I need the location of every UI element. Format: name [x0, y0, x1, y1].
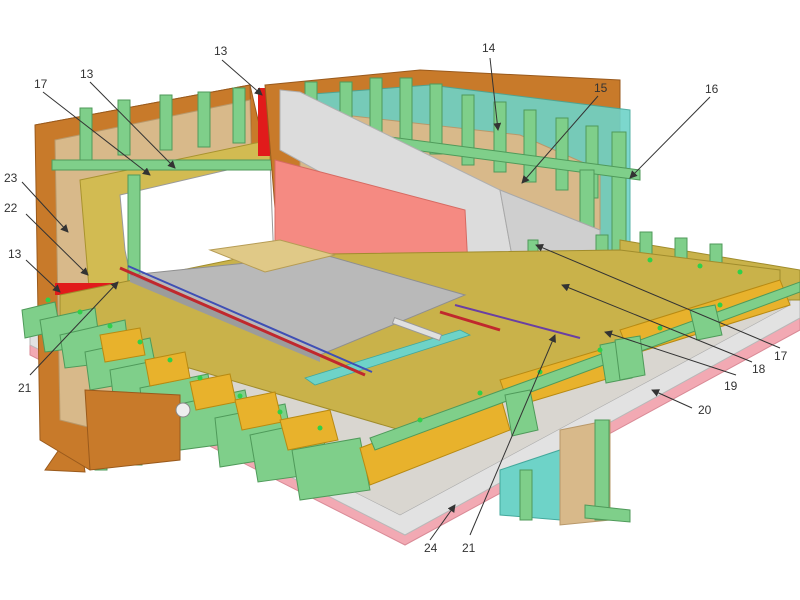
callout-14: 14: [482, 41, 496, 55]
callout-20: 20: [698, 403, 712, 417]
callout-19: 19: [724, 379, 738, 393]
callout-13-mid: 13: [80, 67, 94, 81]
floor-screed-edge: [130, 275, 320, 362]
callout-16: 16: [705, 82, 719, 96]
floor-pipe-red-2: [439, 310, 501, 332]
callout-21-bottom: 21: [462, 541, 476, 555]
lower-wall-battens: [519, 419, 631, 523]
window-room-floor: [208, 239, 336, 273]
callout-22: 22: [4, 201, 18, 215]
callout-15: 15: [594, 81, 608, 95]
callout-13-top: 13: [214, 44, 228, 58]
callout-21-left: 21: [18, 381, 32, 395]
floor-connector: [391, 316, 443, 342]
callout-23: 23: [4, 171, 18, 185]
floor-pipe-red: [119, 266, 366, 377]
callout-18: 18: [752, 362, 766, 376]
callout-24: 24: [424, 541, 438, 555]
lower-left-wall: [84, 389, 181, 471]
floor-pipe-purple: [454, 304, 581, 339]
callout-17-left: 17: [34, 77, 48, 91]
callout-17-right: 17: [774, 349, 788, 363]
floor-pipe-blue: [127, 265, 373, 373]
leader-lines: [21, 57, 781, 541]
fixing-dots: [45, 257, 743, 431]
vent-icon: [175, 402, 191, 418]
floor-membrane-strip: [304, 329, 472, 386]
callout-labels: 13 13 13 14 15 16 17 17 18 19 20 21 21 2…: [4, 41, 788, 555]
callout-13-left: 13: [8, 247, 22, 261]
